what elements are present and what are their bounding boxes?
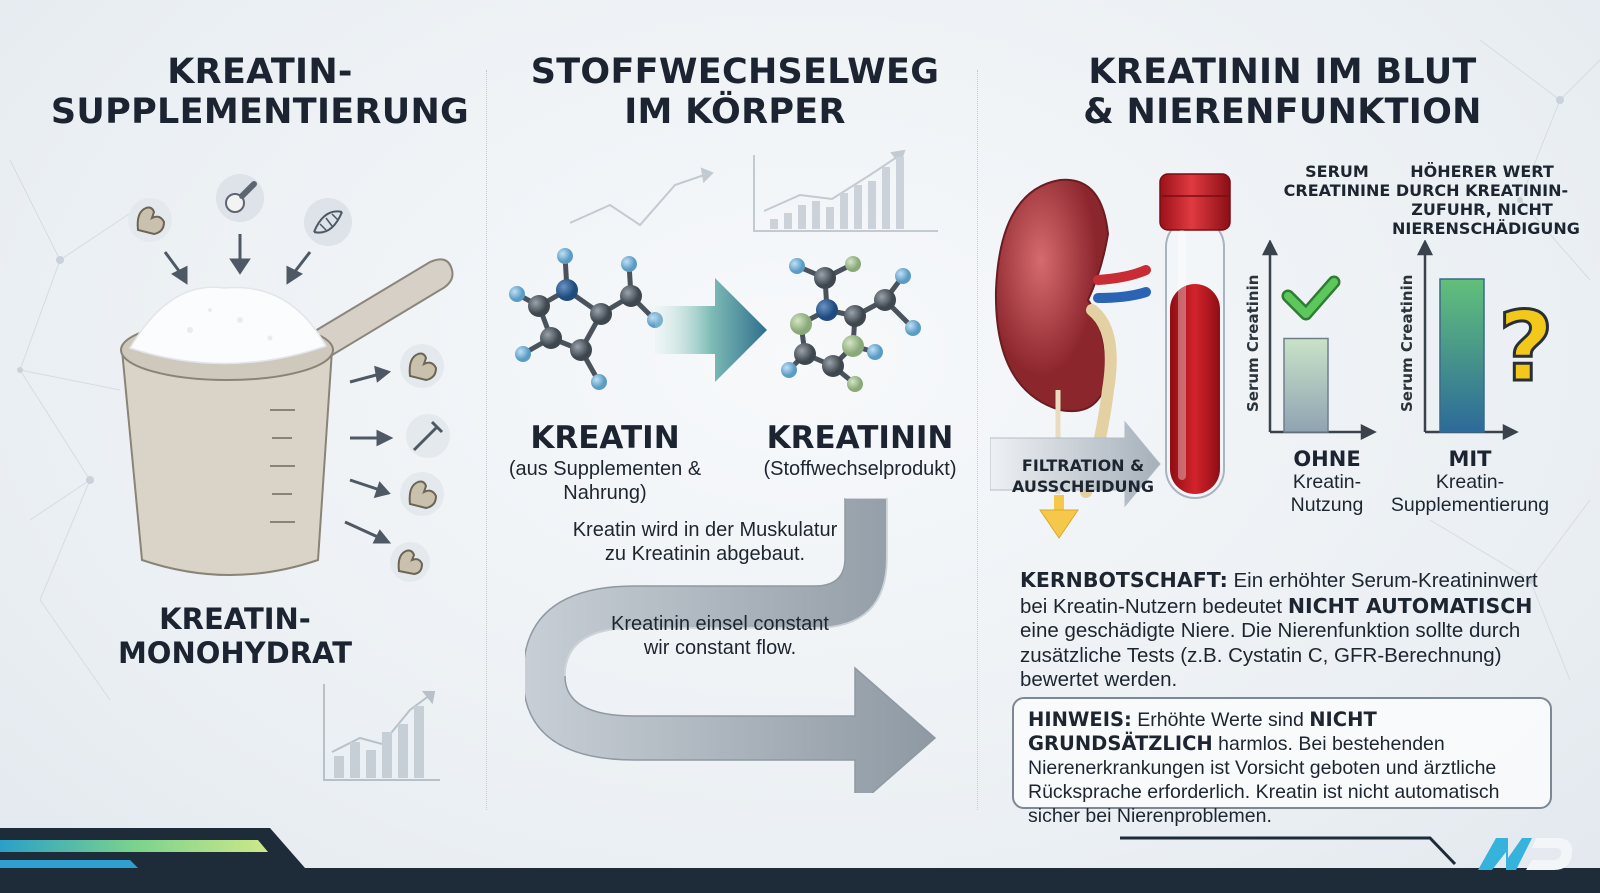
core-message-emphasis: NICHT AUTOMATISCH (1287, 593, 1533, 618)
logo-icon (1478, 838, 1573, 870)
kreatin-sub-line2: Nahrung) (563, 482, 647, 504)
col3-title-line1: KREATININ IM BLUT (1088, 52, 1477, 92)
filtration-label-line2: AUSSCHEIDUNG (1011, 477, 1155, 496)
muscle-icon (400, 472, 444, 516)
kidney-illustration (990, 173, 1231, 539)
conversion-arrow (655, 278, 767, 382)
flow-arrow (525, 498, 937, 793)
product-label-line2: MONOHYDRAT (117, 636, 353, 670)
kreatin-molecule (515, 255, 657, 384)
kreatinin-sub: (Stoffwechselprodukt) (763, 458, 957, 480)
core-message-text2: eine geschädigte Niere. Die Nierenfunkti… (1020, 619, 1521, 691)
column-divider-1 (486, 70, 487, 810)
svg-text:?: ? (1498, 291, 1554, 403)
core-message-label: KERNBOTSCHAFT: (1020, 568, 1228, 592)
chart2-title-line2: DURCH KREATININ- (1395, 181, 1569, 200)
kreatinin-label: KREATININ (766, 420, 954, 456)
chart2-category-bold: MIT (1448, 447, 1492, 471)
filtration-label-line1: FILTRATION & (1021, 456, 1145, 475)
decorative-bar-chart-icon (323, 684, 440, 781)
hint-emphasis: NICHT GRUNDSÄTZLICH (1028, 708, 1377, 755)
chart1-title: SERUM CREATININE (1262, 162, 1412, 200)
creatine-scoop-illustration (120, 174, 454, 576)
hint-box: HINWEIS: Erhöhte Werte sind NICHT GRUNDS… (1012, 697, 1552, 827)
muscle-icon (390, 542, 430, 582)
chart1-ylabel: Serum Creatinin (1244, 275, 1262, 412)
chart1-category: OHNE Kreatin- Nutzung (1262, 447, 1392, 517)
col1-title-line2: SUPPLEMENTIERUNG (50, 92, 470, 132)
metabolism-description: Kreatin wird in der Muskulatur zu Kreati… (540, 518, 870, 566)
check-icon (1281, 275, 1341, 321)
flow-description-line1: Kreatinin einsel constant (611, 613, 829, 635)
chart1-axes (1261, 240, 1377, 441)
filtration-label: FILTRATION & AUSSCHEIDUNG (1008, 455, 1158, 497)
chart2-ylabel: Serum Creatinin (1398, 275, 1416, 412)
metabolism-description-line2: zu Kreatinin abgebaut. (604, 543, 806, 565)
kreatin-sub: (aus Supplementen & Nahrung) (490, 457, 720, 505)
chart2-category-line2: Supplementierung (1390, 494, 1550, 516)
core-message-text1: Ein erhöhter Serum-Kreatininwert bei Kre… (1020, 569, 1538, 618)
decorative-trend-icons (570, 149, 938, 232)
blood-tube-icon (1159, 173, 1231, 499)
kreatin-label: KREATIN (530, 420, 680, 456)
core-message: KERNBOTSCHAFT: Ein erhöhter Serum-Kreati… (1020, 568, 1555, 693)
chart2-category: MIT Kreatin- Supplementierung (1380, 447, 1560, 517)
chart2-category-line1: Kreatin- (1435, 471, 1505, 493)
chart2-title-line4: NIERENSCHÄDIGUNG (1392, 219, 1580, 238)
muscle-icon (400, 344, 444, 388)
product-label-line1: KREATIN- (159, 602, 311, 636)
hint-label: HINWEIS: (1028, 708, 1132, 731)
col2-title-line2: IM KÖRPER (624, 92, 846, 132)
flow-description: Kreatinin einsel constant wir constant f… (575, 612, 865, 660)
chart1-category-line2: Nutzung (1290, 494, 1364, 516)
chart1-title-line1: SERUM (1305, 162, 1369, 181)
chart2-title-line3: ZUFUHR, NICHT (1411, 200, 1553, 219)
question-mark-icon: ? (1497, 290, 1556, 405)
muscle-icon (128, 198, 172, 242)
chart2-title: HÖHERER WERT DURCH KREATININ- ZUFUHR, NI… (1392, 162, 1580, 238)
col2-title-line1: STOFFWECHSELWEG (530, 52, 940, 92)
product-label: KREATIN- MONOHYDRAT (95, 602, 375, 670)
down-arrow-icon (1039, 495, 1079, 539)
col2-title: STOFFWECHSELWEG IM KÖRPER (505, 52, 965, 132)
molecule-conversion (509, 248, 921, 392)
bottom-banner (0, 828, 1600, 893)
metabolism-description-line1: Kreatin wird in der Muskulatur (572, 519, 838, 541)
dna-icon (304, 198, 352, 246)
hint-text1: Erhöhte Werte sind (1131, 709, 1310, 731)
col1-title-line1: KREATIN- (167, 52, 353, 92)
column-divider-2 (977, 70, 978, 810)
col3-title: KREATININ IM BLUT & NIERENFUNKTION (1020, 52, 1545, 132)
chart1-category-bold: OHNE (1293, 447, 1361, 471)
scoop-icon (216, 174, 264, 222)
kreatin-sub-line1: (aus Supplementen & (508, 458, 702, 480)
chart2-bar (1439, 278, 1485, 433)
col1-title: KREATIN- SUPPLEMENTIERUNG (40, 52, 480, 132)
flow-description-line2: wir constant flow. (643, 637, 797, 659)
chart1-category-line1: Kreatin- (1292, 471, 1362, 493)
syringe-icon (406, 414, 450, 458)
hint-text2: harmlos. Bei bestehenden Nierenerkrankun… (1028, 733, 1500, 827)
col3-title-line2: & NIERENFUNKTION (1083, 92, 1482, 132)
chart1-bar (1283, 337, 1329, 433)
chart1-title-line2: CREATININE (1283, 181, 1391, 200)
hint-text: HINWEIS: Erhöhte Werte sind NICHT GRUNDS… (1028, 708, 1536, 828)
scoop-side-icons (344, 344, 450, 582)
serum-creatinine-charts: Serum Creatinin Serum Creatinin ? (1244, 240, 1556, 441)
chart2-title-line1: HÖHERER WERT (1410, 162, 1554, 181)
